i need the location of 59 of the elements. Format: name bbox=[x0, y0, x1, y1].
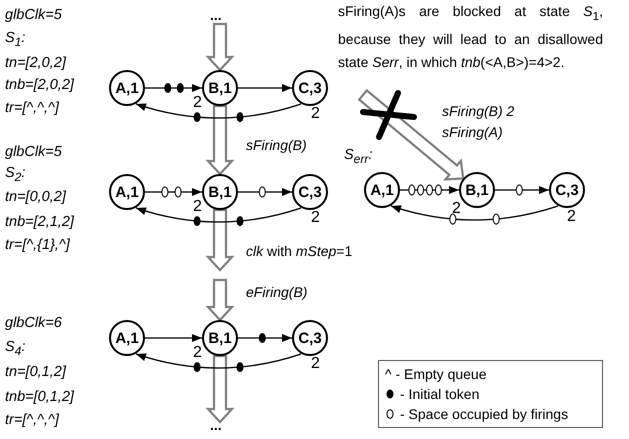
actor-circle: B,1 bbox=[202, 70, 238, 106]
arrow bbox=[136, 103, 302, 119]
arrow bbox=[136, 353, 302, 369]
rate-label: 2 bbox=[311, 355, 320, 373]
rate-label: 2 bbox=[193, 198, 202, 216]
state-text: glbClk=5 bbox=[5, 143, 62, 161]
state-text: S$_{err}$: bbox=[344, 146, 372, 168]
ellipsis-text: ... bbox=[210, 416, 222, 434]
legend-text: - Initial token bbox=[400, 386, 480, 402]
state-text: tr=[^,^,^] bbox=[5, 411, 59, 429]
actor-circle: C,3 bbox=[292, 174, 328, 210]
rate-label: 2 bbox=[193, 94, 202, 112]
transition-arrow bbox=[205, 208, 235, 272]
transition-arrow bbox=[205, 354, 235, 424]
arrow bbox=[145, 334, 202, 342]
state-text: S$_{1}$: bbox=[5, 29, 26, 51]
arrow bbox=[495, 186, 549, 194]
arrow bbox=[400, 186, 459, 194]
arrow bbox=[145, 84, 202, 92]
state-text: tn=[0,0,2] bbox=[5, 188, 66, 206]
rate-label: 2 bbox=[452, 200, 461, 218]
arrow bbox=[238, 84, 292, 92]
actor-circle: A,1 bbox=[109, 70, 145, 106]
actor-circle: C,3 bbox=[292, 70, 328, 106]
actor-circle: A,1 bbox=[109, 174, 145, 210]
actor-circle: B,1 bbox=[202, 320, 238, 356]
rate-label: 2 bbox=[311, 105, 320, 123]
ellipsis-text: ... bbox=[210, 6, 222, 24]
transition-arrow bbox=[205, 22, 235, 72]
state-text: S$_{4}$: bbox=[5, 338, 26, 360]
state-text: tn=[2,0,2] bbox=[5, 54, 66, 72]
arrow bbox=[390, 205, 558, 221]
actor-circle: B,1 bbox=[202, 174, 238, 210]
actor-circle: C,3 bbox=[549, 172, 585, 208]
rate-label: 2 bbox=[193, 344, 202, 362]
actor-circle: C,3 bbox=[292, 320, 328, 356]
arrow bbox=[238, 188, 292, 196]
state-text: tnb=[2,1,2] bbox=[5, 213, 74, 231]
state-text: glbClk=6 bbox=[5, 314, 62, 332]
state-text: tnb=[2,0,2] bbox=[5, 76, 74, 94]
transition-arrow bbox=[205, 104, 235, 176]
rate-label: 2 bbox=[567, 208, 576, 226]
state-text: tr=[^,{1},^] bbox=[5, 236, 70, 254]
arrow bbox=[145, 188, 202, 196]
arrow bbox=[136, 207, 302, 223]
note-text: sFiring(A)s are blocked at state S$_{1}$, because they will lead to an disallowed state Serr, in which tnb(<A,B>)=4>2. bbox=[338, 2, 603, 72]
state-text: tn=[0,1,2] bbox=[5, 363, 66, 381]
state-text: tnb=[0,1,2] bbox=[5, 388, 74, 406]
state-text: glbClk=5 bbox=[5, 6, 62, 24]
actor-circle: A,1 bbox=[364, 172, 400, 208]
legend-text: - Space occupied by firings bbox=[400, 406, 568, 422]
actor-circle: B,1 bbox=[459, 172, 495, 208]
transition-arrow bbox=[205, 278, 235, 322]
state-text: tr=[^,^,^] bbox=[5, 99, 59, 117]
legend-text: ^ - Empty queue bbox=[385, 366, 487, 382]
actor-circle: A,1 bbox=[109, 320, 145, 356]
state-text: S$_{2}$: bbox=[5, 164, 26, 186]
rate-label: 2 bbox=[311, 209, 320, 227]
arrow bbox=[238, 334, 292, 342]
